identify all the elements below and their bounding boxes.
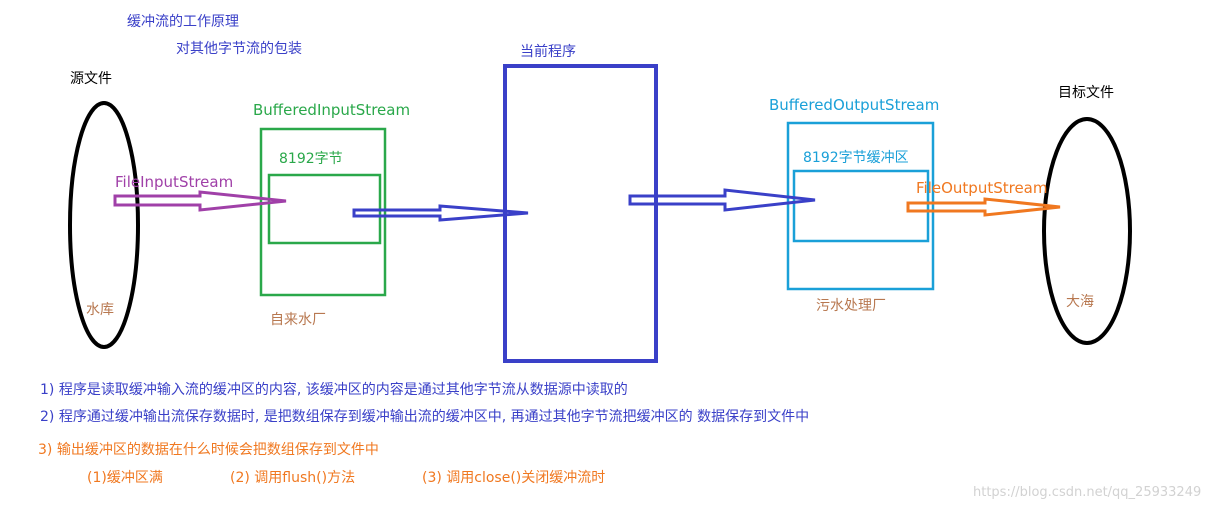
- output-buffer-size-label: 8192字节缓冲区: [803, 150, 909, 166]
- source-file-ellipse: [68, 101, 140, 349]
- buffered-output-stream-box: [786, 121, 935, 291]
- flush-condition-full: (1)缓冲区满: [87, 470, 163, 486]
- input-buffer-caption: 自来水厂: [270, 312, 326, 328]
- current-program-label: 当前程序: [520, 44, 576, 60]
- diagram-subtitle: 对其他字节流的包装: [176, 41, 302, 57]
- diagram-title: 缓冲流的工作原理: [127, 14, 239, 30]
- target-inner-label: 大海: [1066, 294, 1094, 310]
- target-file-ellipse: [1042, 117, 1132, 345]
- file-input-stream-label: FileInputStream: [115, 173, 234, 191]
- file-output-stream-label: FileOutputStream: [916, 179, 1048, 197]
- buffered-input-stream-box: [259, 127, 387, 297]
- flush-condition-close: (3) 调用close()关闭缓冲流时: [422, 470, 606, 486]
- program-to-output-arrow: [628, 188, 816, 212]
- watermark: https://blog.csdn.net/qq_25933249: [973, 485, 1202, 500]
- target-file-label: 目标文件: [1058, 85, 1114, 101]
- note-3: 3) 输出缓冲区的数据在什么时候会把数组保存到文件中: [38, 442, 379, 458]
- file-input-stream-arrow: [113, 190, 287, 212]
- buffered-input-stream-label: BufferedInputStream: [253, 101, 411, 119]
- input-to-program-arrow: [352, 204, 529, 222]
- input-buffer-size-label: 8192字节: [279, 151, 343, 167]
- file-output-stream-arrow: [906, 197, 1061, 217]
- source-file-label: 源文件: [70, 71, 112, 87]
- note-2: 2) 程序通过缓冲输出流保存数据时, 是把数组保存到缓冲输出流的缓冲区中, 再通…: [40, 409, 810, 425]
- buffered-output-stream-label: BufferedOutputStream: [769, 96, 940, 114]
- source-inner-label: 水库: [86, 302, 114, 318]
- note-1: 1) 程序是读取缓冲输入流的缓冲区的内容, 该缓冲区的内容是通过其他字节流从数据…: [40, 382, 628, 398]
- flush-condition-flush: (2) 调用flush()方法: [230, 470, 356, 486]
- output-buffer-caption: 污水处理厂: [816, 298, 886, 314]
- output-buffer-box: [792, 169, 930, 243]
